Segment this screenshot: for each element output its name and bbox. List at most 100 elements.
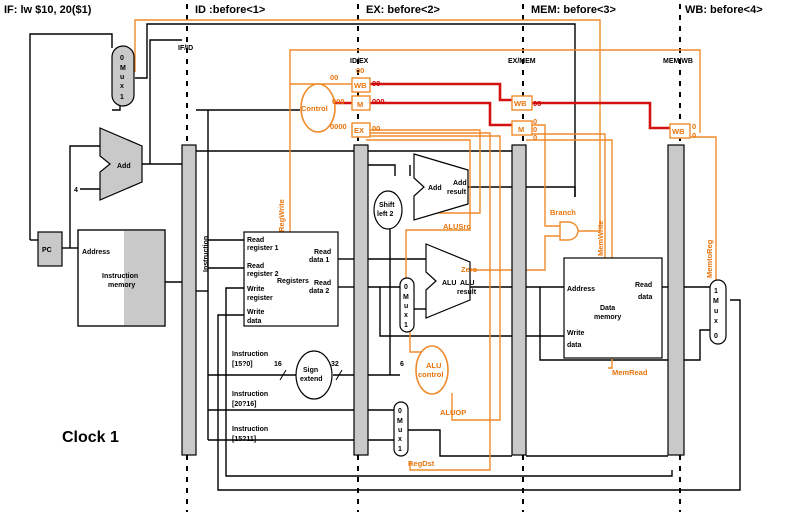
wire-pcsrc <box>134 19 601 232</box>
instr-15-11-line2: [15?11] <box>232 436 256 443</box>
dmem-read-line2: data <box>638 294 653 301</box>
clock-label: Clock 1 <box>62 429 119 446</box>
alu-src-mux: 0 M u x 1 <box>399 277 415 333</box>
idex-wb-bits: 00 <box>372 79 380 88</box>
id-ex-register <box>353 144 369 456</box>
reg-wd-line1: Write <box>247 309 264 316</box>
reg-rr2-line2: register 2 <box>247 271 279 278</box>
alu-mux-digit-2: u <box>404 303 408 310</box>
reg-rr2-line1: Read <box>247 263 264 270</box>
wire-write-reg-return <box>225 287 673 477</box>
stage-if-label: IF: lw $10, 20($1) <box>4 4 92 16</box>
instr-15-11-line1: Instruction <box>232 426 268 433</box>
id-ex-label: ID/EX <box>350 58 369 65</box>
wire-alusrc-mux <box>366 139 471 280</box>
wire-wb-bits <box>366 82 512 102</box>
alu: ALU ALU result Zero <box>425 243 478 319</box>
pc-mux-digit-2: u <box>120 74 124 81</box>
alu-mux-digit-1: M <box>403 294 409 301</box>
stage-ex-label: EX: before<2> <box>366 4 440 16</box>
signal-memtoreg: MemtoReg <box>705 239 714 278</box>
idex-wb-top-bits: 00 <box>356 66 364 75</box>
exmem-m-bit-3: 0 <box>533 133 537 142</box>
regdst-mux: 0 M u x 1 <box>393 401 409 457</box>
program-counter: PC <box>37 231 63 267</box>
wire-alusrc <box>366 129 481 214</box>
regdst-mux-digit-0: 0 <box>398 408 402 415</box>
wire-add-up <box>149 39 182 164</box>
exmem-m-label: M <box>518 125 524 134</box>
shift-left-2: Shift left 2 <box>373 190 403 230</box>
sign-extend-line2: extend <box>300 376 323 383</box>
wire-regdst <box>366 132 491 471</box>
const-four: 4 <box>74 187 78 194</box>
wire-zero-branch <box>526 235 560 271</box>
control-label: Control <box>301 104 328 113</box>
wire-pc-loop <box>29 33 113 240</box>
ctrl-m-bits: 000 <box>332 97 345 106</box>
mem-wb-register <box>667 144 685 456</box>
wire-branch <box>526 124 560 227</box>
wire-alu-memwb <box>539 287 668 361</box>
reg-rd1-line2: data 1 <box>309 257 329 264</box>
pc-mux-digit-4: 1 <box>120 94 124 101</box>
wb-mux-digit-3: x <box>714 318 718 325</box>
wire-pc4-add <box>368 164 396 176</box>
dmem-title-1: Data <box>600 305 615 312</box>
regdst-mux-digit-1: M <box>397 418 403 425</box>
stage-wb-label: WB: before<4> <box>685 4 763 16</box>
signal-regwrite: RegWrite <box>277 199 286 232</box>
pipeline-registers <box>181 144 685 456</box>
wire-aluop <box>366 135 501 421</box>
instr-15-0-line2: [15?0] <box>232 361 253 368</box>
signal-alusrc: ALUSrc <box>443 222 471 231</box>
reg-wd-line2: data <box>247 318 262 325</box>
idex-control-fields: WB M EX 00 00 000 00 <box>351 66 385 138</box>
reg-rd2-line2: data 2 <box>309 288 329 295</box>
dmem-address-label: Address <box>567 286 595 293</box>
dmem-write-line1: Write <box>567 330 584 337</box>
pc-mux: 0 M u x 1 <box>111 45 135 107</box>
wire-rd2-exmem <box>379 287 512 337</box>
idex-wb-label: WB <box>354 81 367 90</box>
signal-aluop: ALUOP <box>440 408 466 417</box>
imem-title-2: memory <box>108 282 135 289</box>
alu-control: ALU control <box>415 345 449 395</box>
shift-line1: Shift <box>379 202 395 209</box>
wire-regdst-exmem <box>408 429 512 457</box>
dmem-write-line2: data <box>567 342 582 349</box>
wire-branch-target <box>135 23 576 197</box>
alu-control-line2: control <box>418 370 443 379</box>
alu-result-line2: result <box>457 289 477 296</box>
exmem-wb-label: WB <box>514 99 527 108</box>
dmem-read-line1: Read <box>635 282 652 289</box>
alu-control-line1: ALU <box>426 361 441 370</box>
wire-pc-add <box>69 145 100 248</box>
wire-memtoreg <box>684 136 717 283</box>
control-wires <box>134 19 717 471</box>
instr-20-16-line1: Instruction <box>232 391 268 398</box>
idex-m-label: M <box>357 100 363 109</box>
signal-memwrite: MemWrite <box>596 220 605 256</box>
reg-wr-line2: register <box>247 295 273 302</box>
pc-mux-digit-3: x <box>120 83 124 90</box>
regdst-mux-digit-3: x <box>398 436 402 443</box>
alu-mux-digit-3: x <box>404 312 408 319</box>
wire-regwrite-top <box>289 49 701 133</box>
instruction-memory: Address Instruction memory <box>77 229 166 327</box>
regdst-mux-digit-2: u <box>398 427 402 434</box>
wire-branch-target-up <box>526 186 576 197</box>
instr-20-16-line2: [20?16] <box>232 401 257 408</box>
control-path-red <box>334 82 672 130</box>
wire-m-bits <box>366 101 512 127</box>
memwb-bit-1: 0 <box>692 122 696 131</box>
reg-rd1-line1: Read <box>314 249 331 256</box>
idex-m-bits: 000 <box>372 97 385 106</box>
instruction-vertical-label: Instruction <box>203 236 210 272</box>
signal-branch: Branch <box>550 208 576 217</box>
instr-15-0-line1: Instruction <box>232 351 268 358</box>
writeback-mux: 1 M u x 0 <box>709 279 727 345</box>
register-file: Read register 1 Read register 2 Write re… <box>243 231 339 327</box>
imem-title-1: Instruction <box>102 273 138 280</box>
